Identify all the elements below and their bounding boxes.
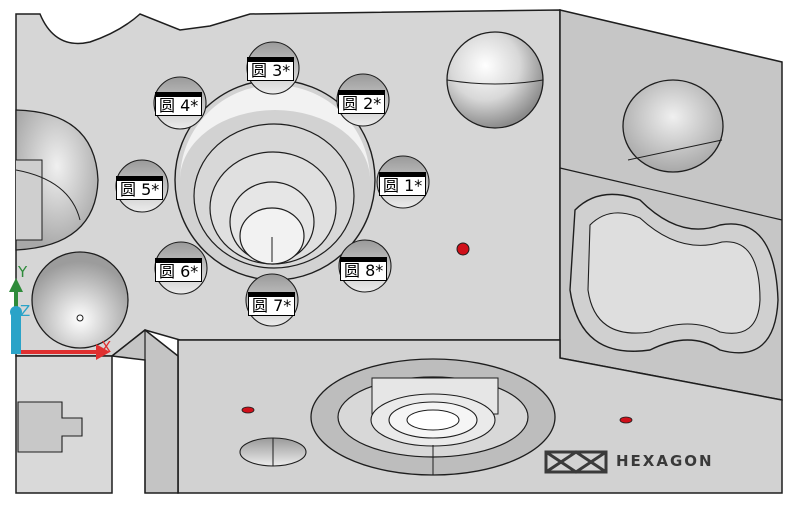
- sphere-feature[interactable]: [446, 31, 544, 129]
- cone-feature[interactable]: [31, 251, 129, 349]
- label-circle-2[interactable]: 圆 2*: [338, 90, 386, 114]
- label-circle-6[interactable]: 圆 6*: [155, 258, 203, 282]
- label-circle-4[interactable]: 圆 4*: [155, 92, 203, 116]
- label-circle-1[interactable]: 圆 1*: [379, 172, 427, 196]
- hexagon-logo-icon: [544, 450, 608, 474]
- axis-x-label: X: [101, 338, 112, 356]
- axis-triad: [9, 278, 110, 360]
- label-circle-5[interactable]: 圆 5*: [116, 176, 164, 200]
- axis-z-label: Z: [20, 302, 31, 320]
- bottom-counterbore[interactable]: [310, 358, 556, 476]
- axis-y-label: Y: [18, 263, 28, 281]
- label-circle-8[interactable]: 圆 8*: [340, 257, 388, 281]
- label-circle-3[interactable]: 圆 3*: [247, 57, 295, 81]
- hexagon-logo: HEXAGON: [544, 448, 759, 476]
- label-circle-7[interactable]: 圆 7*: [248, 292, 296, 316]
- red-marker[interactable]: [456, 242, 470, 256]
- logo-text: HEXAGON: [616, 452, 714, 470]
- stepped-bore[interactable]: [174, 79, 376, 281]
